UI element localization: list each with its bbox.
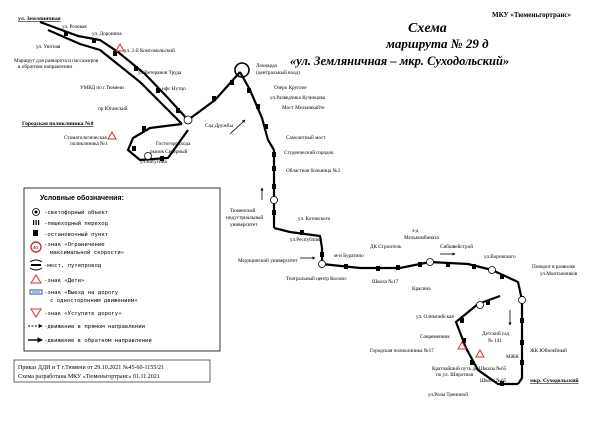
- label-stomat1: Стоматологическая: [64, 135, 107, 141]
- label-tryninoj: ул.Розы Трениной: [428, 391, 468, 398]
- label-buratino: м-н Буратино: [334, 253, 364, 259]
- label-melkombinat2: Мелькомбината: [404, 234, 440, 241]
- label-oblbolnica: Областная больница №2: [286, 167, 340, 174]
- label-mzhk: МЖК: [506, 354, 519, 360]
- label-tiu1: Тюменский: [230, 207, 256, 214]
- label-yubileyny: ЖК Юбилейный: [530, 347, 567, 354]
- label-dkstroitel: ДК Строитель: [370, 244, 402, 250]
- legend-bridge-icon: [29, 259, 43, 271]
- label-doronina: ул. Доронина: [92, 31, 122, 37]
- label-gostorg: Гостогородхода: [156, 141, 191, 147]
- label-kosmos: Театральный центр Космос: [286, 275, 347, 282]
- legend-stop-icon: [33, 230, 38, 236]
- label-sibstroy: Сибшвейстрой: [440, 243, 473, 250]
- legend-text-traffic-light: -светофорный объект: [44, 209, 108, 216]
- legend-text-crosswalk: -пешеходный переход: [44, 221, 109, 227]
- legend-traffic-light-icon: [32, 208, 40, 216]
- label-zemlyanichnaya: ул. Земляничная: [18, 16, 61, 22]
- title-line2: маршрута № 29 д: [385, 36, 489, 51]
- note-bottom-2: по ул. Широтная: [436, 372, 474, 378]
- label-studgorodok: Студенческий городок: [284, 149, 334, 156]
- label-druzhby: Сад Дружбы: [205, 122, 233, 129]
- legend-text-bridge: -мост, путепровод: [44, 263, 102, 269]
- label-poly8: Городская поликлиника №8: [22, 121, 94, 127]
- label-uyutnaya: ул. Уютная: [36, 44, 61, 50]
- org-name: МКУ «Тюменьгортранс»: [492, 11, 571, 19]
- label-povorot2: ул.Монтажников: [540, 271, 578, 277]
- legend-children-icon: [30, 274, 42, 284]
- note-left-1: Маршрут для разворота и пассажиров: [14, 58, 99, 64]
- legend-speed-limit-value: 40: [33, 245, 39, 250]
- label-krasina: Красина: [412, 286, 431, 292]
- legend-text-speed-limit-1: -знак «Ограничение: [44, 242, 105, 248]
- legend-text-stop: -остановочный пункт: [44, 232, 108, 238]
- legend-frame: [23, 187, 221, 352]
- legend-crosswalk-icon: [33, 220, 40, 225]
- legend-text-one-way-1: -знак «Выезд на дорогу: [44, 290, 119, 296]
- label-kulikova: ул.Разведчика Кузнецова: [270, 95, 326, 101]
- label-shkola17: Школа №17: [372, 279, 399, 285]
- label-melkombinat1: з-д: [412, 228, 419, 234]
- footer-line2: Схема разработана МКУ «Тюменьгортранс» 0…: [18, 373, 160, 380]
- stop-labels: ул. Земляничная ул. Розовая ул. Доронина…: [18, 16, 579, 398]
- label-olimp: ул. Олимпийская: [416, 313, 454, 320]
- note-left-2: в обратном направлении: [18, 63, 72, 70]
- label-vorovskogo: ул.Воровского: [484, 254, 516, 260]
- label-shkola65: Школа №65: [480, 378, 507, 384]
- footer-line1: Приказ ДДИ и Т г.Тюмени от 29.10.2021 №4…: [18, 365, 164, 371]
- legend-text-yield: -знак «Уступите дорогу»: [44, 311, 122, 317]
- legend-text-children: -знак «Дети»: [44, 278, 85, 284]
- label-solovyev: Самолетный мост: [286, 134, 326, 141]
- label-kolchak: пр.Юганский: [98, 105, 128, 112]
- label-leonardo2: (центральный вход): [256, 69, 300, 76]
- label-rynok: рынок Северный: [150, 148, 188, 155]
- label-tiu3: университет: [230, 222, 258, 228]
- legend-text-forward: -движение в прямом направлении: [44, 324, 145, 330]
- title-line3: «ул. Земляничная – мкр. Суходольский»: [290, 54, 509, 68]
- note-bottom-1: Кратчайший путь до Школы №65: [432, 365, 507, 372]
- label-kotovskogo: ул. Котовского: [298, 216, 331, 222]
- traffic-light-markers: [144, 115, 526, 309]
- legend-text-one-way-2: с односторонним движением»: [50, 298, 138, 304]
- route-stops: [64, 31, 524, 386]
- label-poly17: Городская поликлиника №17: [370, 348, 434, 354]
- label-stomat2: поликлиника №1: [70, 141, 108, 147]
- label-meduniver: Медицинский университет: [238, 257, 298, 264]
- label-povorot1: Поворот в развилке: [532, 264, 576, 270]
- label-veteranov: ул.Ветеранов Труда: [138, 70, 182, 76]
- label-melnikaite: Мост Мельникайте: [282, 104, 325, 111]
- label-ozero: Озеро Круглое: [274, 85, 307, 91]
- label-nutsho: нфс Нутцо: [162, 85, 186, 92]
- legend-yield-icon: [30, 308, 42, 318]
- footer: Приказ ДДИ и Т г.Тюмени от 29.10.2021 №4…: [13, 359, 211, 383]
- label-sovremennoe: Современник: [420, 334, 450, 340]
- label-sukhodolsky: мкр. Суходольский: [530, 377, 579, 384]
- label-rozovaya: ул. Розовая: [62, 24, 87, 30]
- label-detsad1: Детский сад: [482, 330, 510, 337]
- legend-text-backward: -движение в обратном направлении: [44, 337, 152, 344]
- label-respubliki: ул.Республики: [290, 236, 322, 243]
- direction-arrows: [229, 119, 512, 326]
- label-tiu2: индустриальный: [226, 214, 263, 221]
- label-umvd: УМВД по г.Тюмени: [80, 85, 124, 91]
- legend-title: Условные обозначения:: [40, 194, 124, 202]
- legend-text-speed-limit-2: максимальной скорости»: [50, 250, 125, 256]
- label-leonardo1: Леонардо: [256, 63, 278, 69]
- title-line1: Схема: [408, 21, 447, 36]
- legend-speed-limit-icon: 40: [30, 241, 42, 253]
- footer-frame: [13, 359, 211, 383]
- legend: Условные обозначения: -светофорный объек…: [23, 187, 221, 352]
- label-detsad2: № 141: [488, 338, 502, 344]
- leonardo-loop: [234, 62, 250, 78]
- legend-one-way-icon: [29, 289, 43, 295]
- label-komsomolsky: ул. 2-й Комсомольский: [124, 47, 175, 54]
- label-vatutina: ул.Ватутина: [140, 159, 167, 165]
- warning-signs: [107, 42, 485, 358]
